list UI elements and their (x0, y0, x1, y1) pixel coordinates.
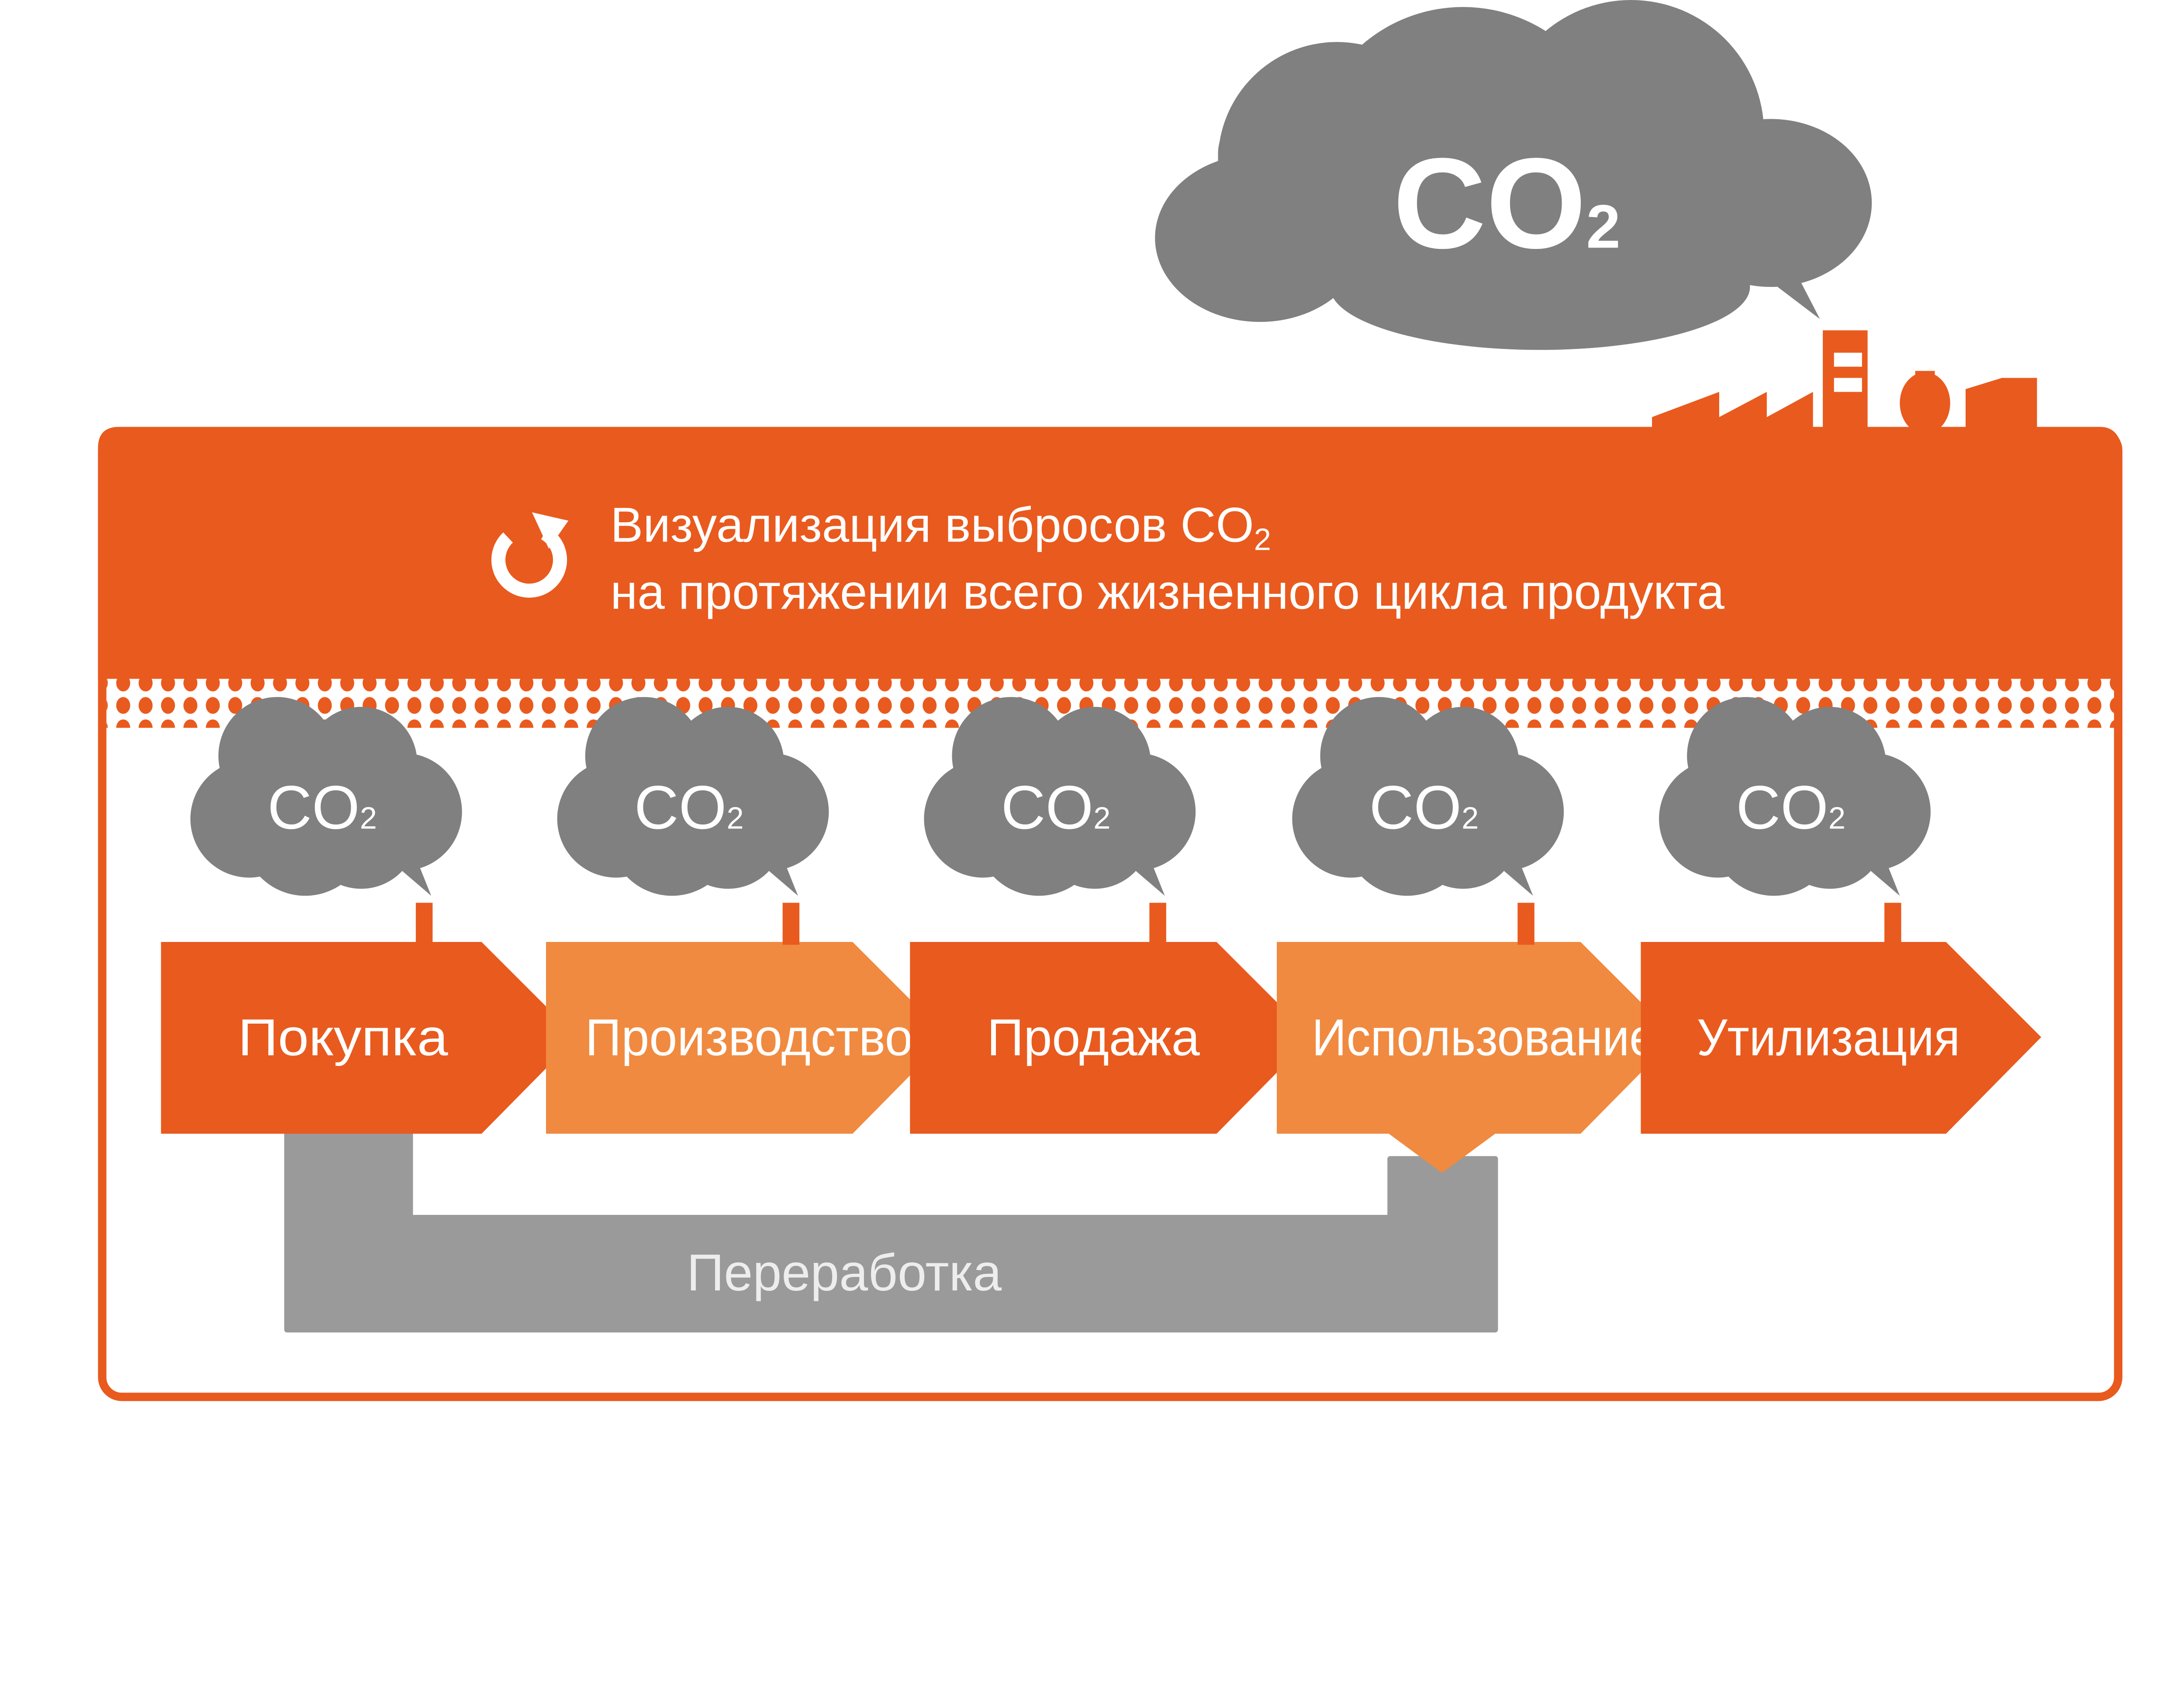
recycle-label: Переработка (687, 1244, 1002, 1302)
stage-label: Утилизация (1697, 1009, 1960, 1067)
refresh-cycle-icon (491, 512, 569, 598)
co2-lifecycle-diagram: CO2 Визуализация выбросов CO2 на протяже… (98, 0, 2122, 1401)
big-cloud-label: CO2 (1393, 131, 1621, 275)
cloud-co2-label: CO2 (1736, 773, 1845, 842)
stages: CO2ПокупкаCO2ПроизводствоCO2ПродажаCO2Ис… (161, 697, 2042, 1173)
stage-arrow (1277, 942, 1676, 1173)
stage-label: Продажа (987, 1009, 1200, 1067)
stage-arrow (1641, 942, 2042, 1134)
stage-arrow (910, 942, 1312, 1134)
stage-arrow (161, 942, 577, 1134)
stage-label: Использование (1312, 1009, 1656, 1067)
cloud-co2-label: CO2 (634, 773, 744, 842)
connector-stem (782, 903, 800, 945)
stage-label: Производство (585, 1009, 913, 1067)
header-title-line1: Визуализация выбросов CO2 (610, 497, 1271, 556)
big-co2-cloud: CO2 (1155, 0, 1872, 350)
stage-label: Покупка (238, 1009, 448, 1067)
connector-stem (1149, 903, 1166, 945)
factory-icon (1652, 330, 2037, 435)
connector-stem (415, 903, 433, 945)
header-title-line2: на протяжении всего жизненного цикла про… (610, 564, 1724, 619)
connector-stem (1884, 903, 1901, 945)
cloud-co2-label: CO2 (267, 773, 377, 842)
header-band (98, 427, 2122, 679)
stage-arrow (546, 942, 948, 1134)
cloud-co2-label: CO2 (1369, 773, 1479, 842)
cloud-co2-label: CO2 (1001, 773, 1111, 842)
connector-stem (1517, 903, 1534, 945)
